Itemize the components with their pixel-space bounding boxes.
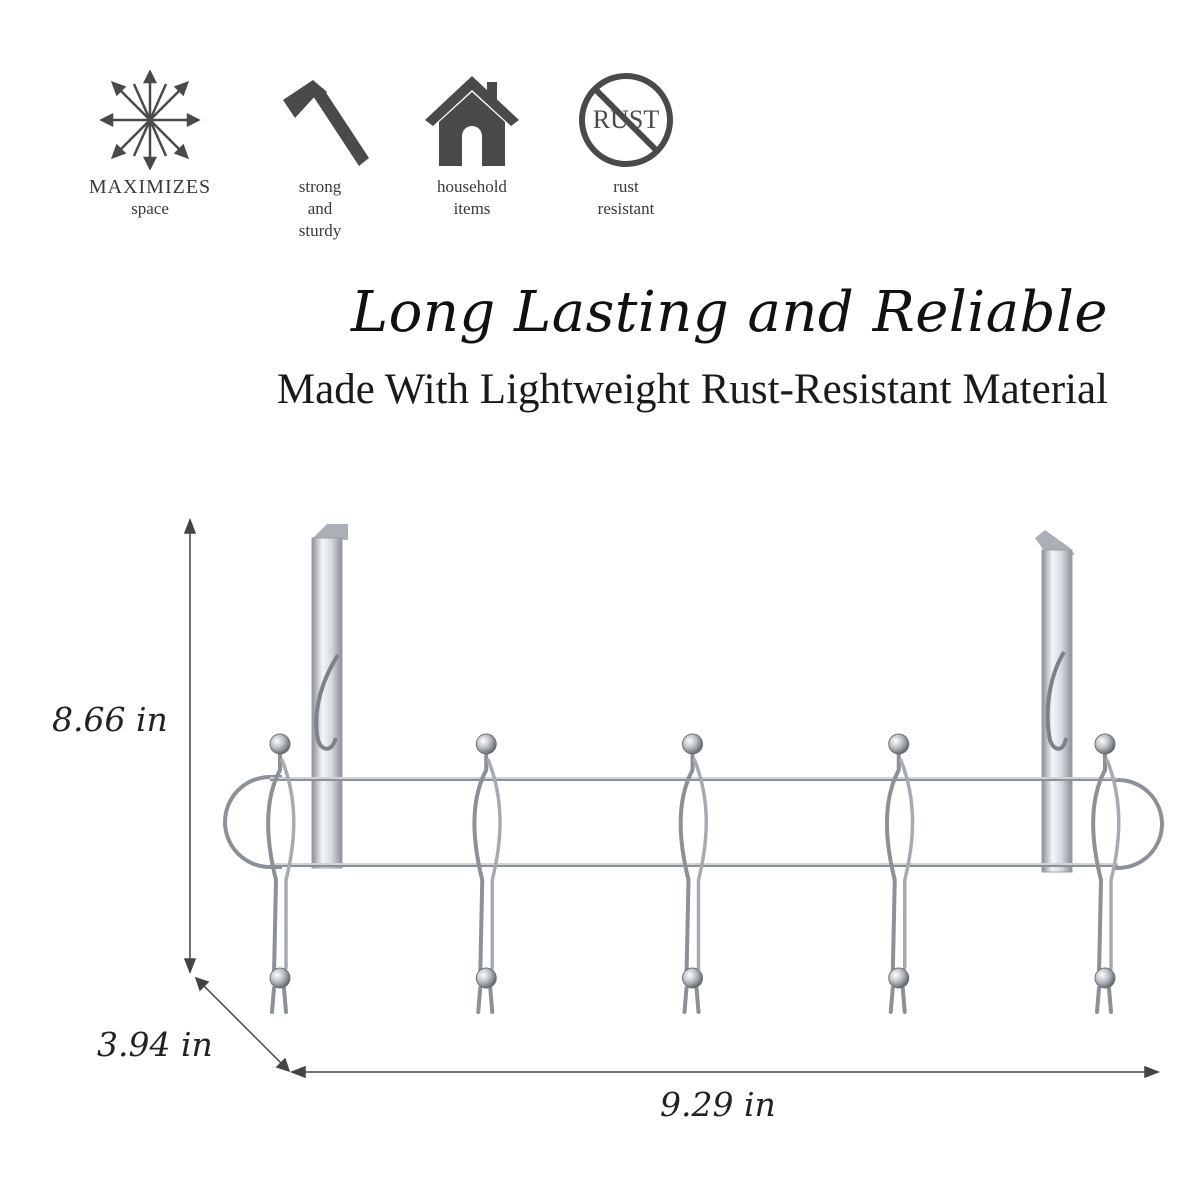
feature-label-line2: space — [131, 199, 169, 218]
hook-top-ball — [475, 733, 497, 755]
hooks-group — [266, 733, 1121, 1014]
subheadline: Made With Lightweight Rust-Resistant Mat… — [276, 366, 1108, 413]
hook-bottom-ball — [475, 967, 497, 989]
coat-hook — [266, 733, 296, 1014]
depth-dimension-label: 3.94 in — [97, 1025, 213, 1064]
feature-label: MAXIMIZES space — [65, 176, 235, 220]
width-dimension-line — [289, 1065, 1161, 1079]
feature-household-items: household items — [387, 70, 557, 220]
house-icon — [425, 76, 519, 166]
feature-label: household items — [387, 176, 557, 220]
hook-top-ball — [682, 733, 703, 755]
feature-label-line2: items — [453, 199, 491, 218]
hook-bottom-ball — [682, 967, 703, 989]
left-door-bracket — [311, 524, 348, 869]
feature-label-line1: MAXIMIZES — [88, 176, 212, 198]
depth-dimension-line — [194, 976, 291, 1073]
hook-top-ball — [269, 733, 291, 755]
hook-bottom-ball — [1094, 967, 1116, 989]
coat-hook — [1091, 733, 1121, 1014]
feature-label-line2: resistant — [597, 199, 655, 218]
feature-label: rust resistant — [541, 176, 711, 220]
expand-arrows-icon — [99, 70, 201, 170]
feature-maximizes-space: MAXIMIZES space — [65, 70, 235, 220]
feature-label: strong and sturdy — [235, 176, 405, 242]
feature-label-line1: strong — [298, 177, 342, 196]
right-door-bracket — [1035, 530, 1075, 873]
no-rust-icon: RUST — [579, 73, 673, 167]
feature-rust-resistant: RUST rust resistant — [541, 70, 711, 220]
height-dimension-label: 8.66 in — [52, 700, 168, 739]
hook-bottom-ball — [269, 967, 291, 989]
width-dimension-label: 9.29 in — [660, 1085, 776, 1124]
feature-strong-sturdy: strong and sturdy — [235, 70, 405, 242]
headline: Long Lasting and Reliable — [350, 280, 1108, 345]
hook-top-ball — [1094, 733, 1116, 755]
hammer-icon — [283, 80, 369, 166]
feature-label-line1: household — [437, 177, 507, 196]
feature-label-line2: and — [307, 199, 333, 218]
height-dimension-line — [183, 517, 197, 975]
coat-hook — [472, 733, 502, 1014]
hook-bottom-ball — [888, 967, 910, 989]
hook-rail — [223, 775, 1164, 870]
feature-label-line1: rust — [613, 177, 639, 196]
coat-hook — [885, 733, 915, 1014]
coat-hook — [678, 733, 708, 1014]
feature-label-line3: sturdy — [298, 221, 342, 240]
hook-top-ball — [888, 733, 910, 755]
